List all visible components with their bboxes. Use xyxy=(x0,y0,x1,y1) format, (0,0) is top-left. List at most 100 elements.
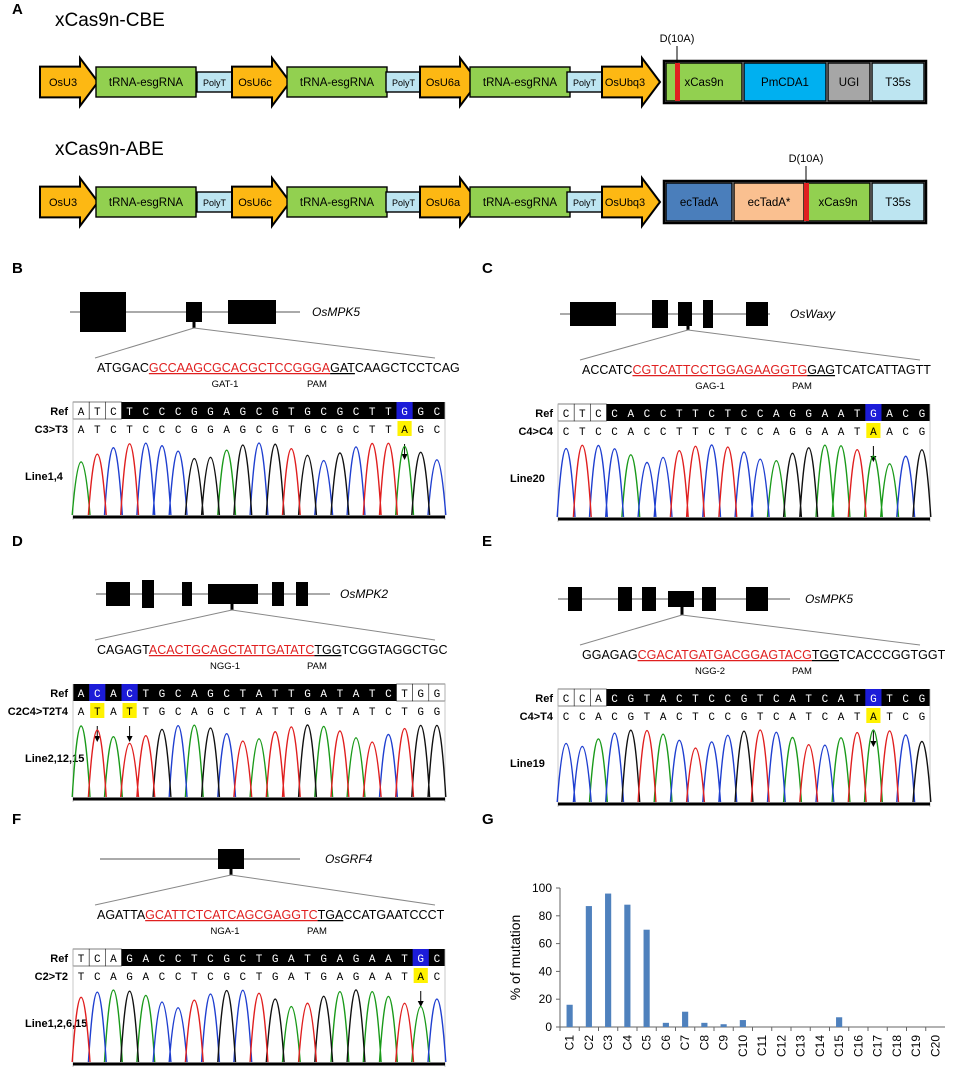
mut-cell-highlight xyxy=(413,968,428,983)
promoter-label: OsU6a xyxy=(426,197,461,209)
mut-base: G xyxy=(417,425,424,437)
seq-protospacer: GCCAAGCGCACGCTCCGGGA xyxy=(149,361,331,375)
promoter-arrow-shape xyxy=(231,55,292,109)
trace-t xyxy=(572,444,867,518)
panel-letter-g: G xyxy=(482,811,494,828)
mut-base: C xyxy=(110,425,117,437)
seq-pam: TGG xyxy=(314,643,341,657)
trace-t xyxy=(71,992,415,1063)
mutation-label: C3>T3 xyxy=(35,424,68,436)
ref-base: C xyxy=(256,407,263,419)
target-label: GAT-1 xyxy=(212,379,239,390)
mut-base: G xyxy=(337,425,344,437)
trace-t xyxy=(87,726,415,798)
ref-cell-highlight xyxy=(89,684,106,701)
mut-base: G xyxy=(207,707,214,719)
ref-base: G xyxy=(353,954,360,966)
ref-base: A xyxy=(886,409,893,421)
ref-base: T xyxy=(337,689,344,701)
polyt-label: PolyT xyxy=(203,78,227,88)
ref-base: C xyxy=(708,409,715,421)
ref-base: C xyxy=(822,694,829,706)
mut-base: T xyxy=(288,425,295,437)
bar-c2 xyxy=(585,906,592,1027)
mut-base: G xyxy=(741,712,748,724)
mut-base: C xyxy=(660,427,667,439)
mut-base: T xyxy=(725,427,732,439)
panel-b: OsMPK5ATGGACGCCAAGCGCACGCTCCGGGAGATCAAGC… xyxy=(25,292,460,520)
mut-base: G xyxy=(223,972,230,984)
mut-base: C xyxy=(94,972,101,984)
ref-base: C xyxy=(676,694,683,706)
x-tick-label: C18 xyxy=(890,1035,904,1057)
mut-base: A xyxy=(417,972,424,984)
zoom-line-right xyxy=(193,327,436,359)
mut-base: A xyxy=(886,427,893,439)
seq-protospacer: GCATTCTCATCAGCGAGGTC xyxy=(145,908,317,922)
ref-base: C xyxy=(595,409,602,421)
ref-base: A xyxy=(191,689,198,701)
promoter-arrow-shape xyxy=(39,55,100,109)
zoom-line-right xyxy=(681,614,921,646)
ref-row-bg xyxy=(558,689,930,706)
mutation-arrow-head xyxy=(417,1001,424,1007)
ref-base: T xyxy=(142,689,149,701)
gene-exon xyxy=(296,582,308,606)
mut-base: C xyxy=(142,425,149,437)
ref-base: T xyxy=(644,694,651,706)
ectada-star-label: ecTadA* xyxy=(748,197,791,209)
trace-t xyxy=(637,729,900,803)
panel-letter-c: C xyxy=(482,260,493,277)
mut-base: C xyxy=(902,427,909,439)
mut-base: G xyxy=(126,972,133,984)
ref-base: T xyxy=(692,694,699,706)
mut-base: G xyxy=(272,425,279,437)
ref-base: T xyxy=(757,694,764,706)
t35s-box xyxy=(871,62,925,102)
ref-base: A xyxy=(78,407,85,419)
ugi-label: UGI xyxy=(839,77,859,89)
ref-base: C xyxy=(434,407,441,419)
mut-base: C xyxy=(773,712,780,724)
promoter-arrow: OsU6a xyxy=(419,175,480,229)
ref-base: G xyxy=(417,954,424,966)
mut-cell-highlight xyxy=(90,703,105,718)
mut-base: T xyxy=(854,427,861,439)
ref-base: C xyxy=(240,954,247,966)
mut-base: G xyxy=(919,427,926,439)
x-tick-label: C11 xyxy=(755,1035,769,1056)
polyt-label: PolyT xyxy=(392,198,416,208)
ref-base: G xyxy=(272,407,279,419)
ugi-box xyxy=(827,62,871,102)
mut-base: T xyxy=(644,712,651,724)
ref-base: A xyxy=(385,954,392,966)
grna-box xyxy=(286,186,388,218)
mut-base: C xyxy=(822,712,829,724)
ref-base: T xyxy=(886,694,893,706)
mut-base: T xyxy=(854,712,861,724)
x-tick-label: C19 xyxy=(909,1035,923,1057)
mut-base: T xyxy=(94,707,101,719)
x-tick-label: C2 xyxy=(582,1035,596,1051)
trace-a xyxy=(103,989,431,1063)
trace-c xyxy=(103,442,447,516)
grna-box xyxy=(469,66,571,98)
xcas9n-label: xCas9n xyxy=(819,197,858,209)
ref-base: T xyxy=(240,689,247,701)
gene-exon xyxy=(182,582,192,606)
seq-flank-5: GGAGAG xyxy=(582,648,638,662)
gene-exon xyxy=(218,849,244,869)
grna-label: tRNA-esgRNA xyxy=(300,77,374,89)
mut-base: A xyxy=(110,707,117,719)
construct-title: xCas9n-ABE xyxy=(55,139,164,160)
ref-base: G xyxy=(159,689,166,701)
trace-c xyxy=(556,731,916,803)
mut-base: T xyxy=(126,707,133,719)
ref-base: G xyxy=(337,407,344,419)
mut-base: G xyxy=(159,707,166,719)
mut-base: A xyxy=(401,425,408,437)
ref-base: C xyxy=(708,694,715,706)
ref-base: T xyxy=(854,409,861,421)
mut-cell-highlight xyxy=(397,421,412,436)
ref-base: G xyxy=(417,407,424,419)
